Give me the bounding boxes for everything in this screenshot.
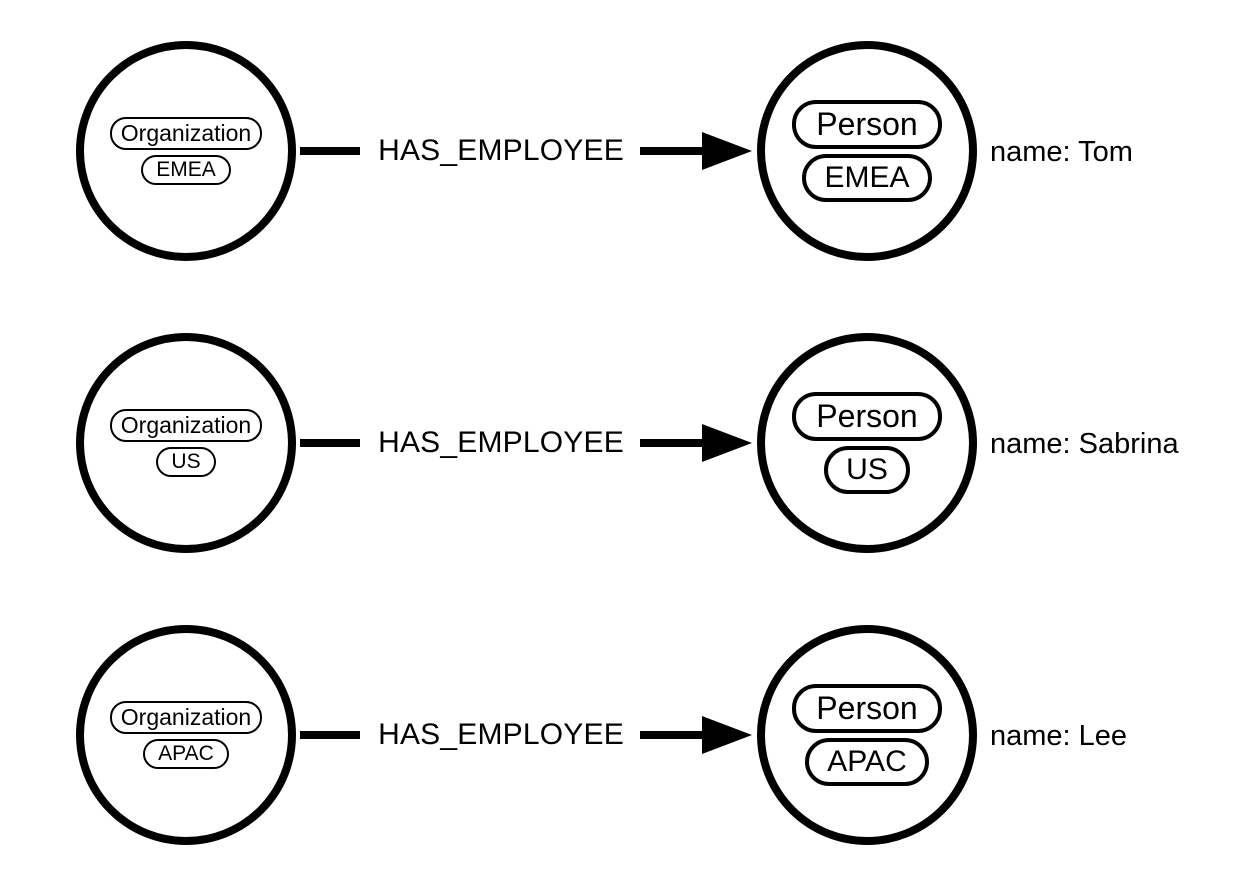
relationship-row: Organization US HAS_EMPLOYEE Person US n… (0, 292, 1252, 584)
organization-node: Organization US (76, 333, 296, 553)
node-property-text: name: Sabrina (990, 428, 1179, 460)
relationship-row: Organization EMEA HAS_EMPLOYEE Person EM… (0, 0, 1252, 292)
node-type-pill: Person (792, 99, 942, 149)
edge-line-end (640, 731, 702, 739)
node-type-pill: Organization (109, 117, 263, 150)
node-type-pill: Person (792, 391, 942, 441)
organization-node: Organization APAC (76, 625, 296, 845)
person-node: Person EMEA (757, 41, 977, 261)
node-region-pill: APAC (805, 737, 929, 787)
edge-line-start (300, 147, 360, 155)
node-type-pill: Organization (109, 701, 263, 734)
node-type-pill: Organization (109, 409, 263, 442)
arrowhead-icon (702, 716, 752, 754)
arrowhead-icon (702, 132, 752, 170)
node-type-pill: Person (792, 683, 942, 733)
edge-line-start (300, 439, 360, 447)
node-property-text: name: Lee (990, 720, 1128, 752)
node-property-text: name: Tom (990, 136, 1133, 168)
node-region-pill: EMEA (141, 154, 231, 185)
relationship-type-label: HAS_EMPLOYEE (378, 426, 624, 459)
person-node: Person US (757, 333, 977, 553)
organization-node: Organization EMEA (76, 41, 296, 261)
node-region-pill: APAC (143, 738, 229, 769)
edge-line-start (300, 731, 360, 739)
relationship-row: Organization APAC HAS_EMPLOYEE Person AP… (0, 584, 1252, 876)
node-region-pill: US (824, 445, 910, 495)
node-region-pill: US (156, 446, 216, 477)
node-region-pill: EMEA (802, 153, 932, 203)
relationship-type-label: HAS_EMPLOYEE (378, 134, 624, 167)
relationship-type-label: HAS_EMPLOYEE (378, 718, 624, 751)
person-node: Person APAC (757, 625, 977, 845)
arrowhead-icon (702, 424, 752, 462)
edge-line-end (640, 147, 702, 155)
edge-line-end (640, 439, 702, 447)
